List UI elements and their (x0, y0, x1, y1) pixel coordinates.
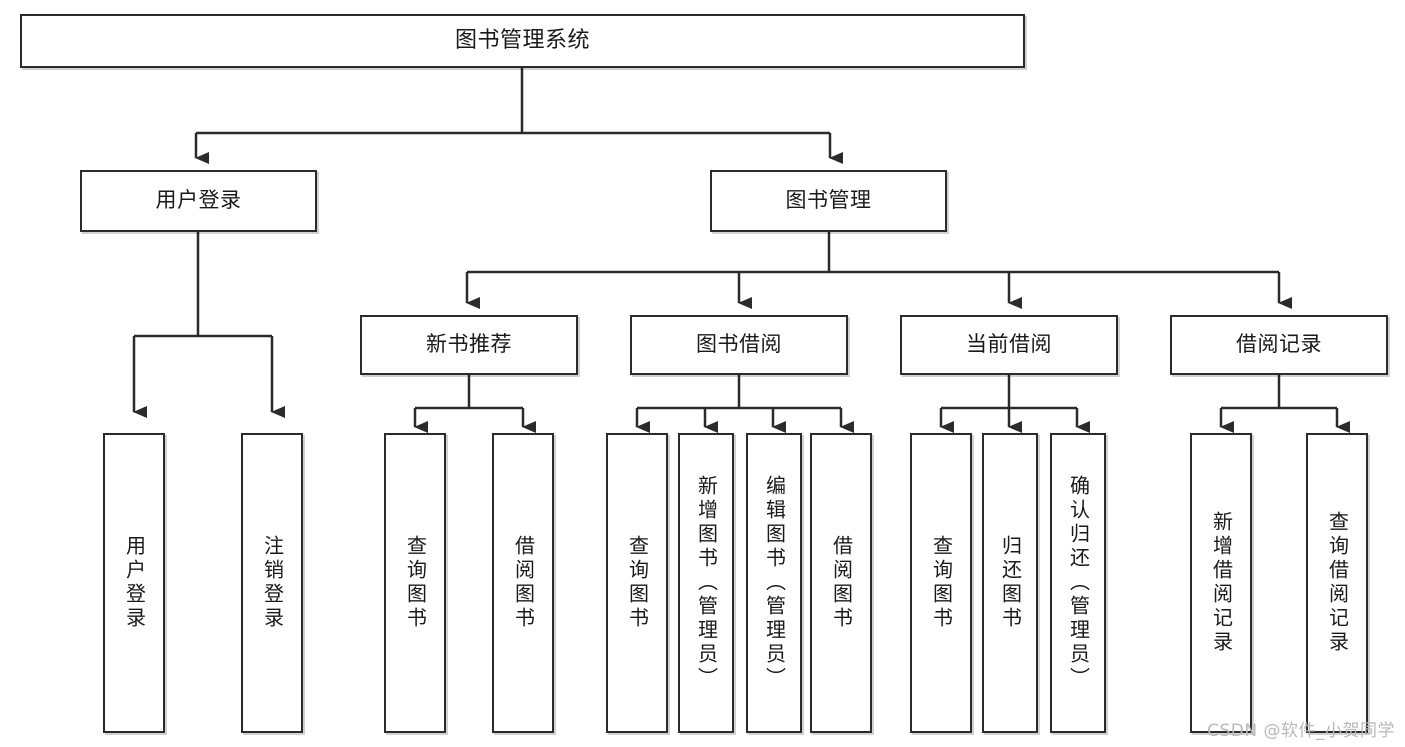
node-label: 新书推荐 (426, 332, 512, 357)
node-leaf-query-book-1[interactable]: 查询图书 (384, 433, 446, 733)
node-label: 用户登录 (122, 535, 147, 631)
node-leaf-borrow-book-2[interactable]: 借阅图书 (810, 433, 872, 733)
node-label: 查询图书 (929, 535, 954, 631)
node-leaf-logout[interactable]: 注销登录 (241, 433, 303, 733)
node-leaf-query-book-2[interactable]: 查询图书 (606, 433, 668, 733)
node-leaf-confirm-return[interactable]: 确认归还（管理员） (1050, 433, 1106, 733)
node-label: 借阅图书 (511, 535, 536, 631)
node-label: 用户登录 (155, 188, 242, 213)
node-leaf-user-login[interactable]: 用户登录 (103, 433, 165, 733)
node-label: 图书管理系统 (454, 27, 590, 53)
node-label: 编辑图书（管理员） (762, 475, 787, 691)
node-user-login[interactable]: 用户登录 (80, 170, 317, 232)
node-label: 查询借阅记录 (1325, 511, 1350, 655)
node-leaf-add-book[interactable]: 新增图书（管理员） (678, 433, 734, 733)
node-label: 注销登录 (260, 535, 285, 631)
node-label: 新增图书（管理员） (694, 475, 719, 691)
node-label: 当前借阅 (966, 332, 1052, 357)
node-leaf-borrow-book-1[interactable]: 借阅图书 (492, 433, 554, 733)
node-book-borrow[interactable]: 图书借阅 (630, 315, 848, 375)
node-leaf-add-record[interactable]: 新增借阅记录 (1190, 433, 1252, 733)
node-label: 借阅图书 (829, 535, 854, 631)
node-label: 归还图书 (998, 535, 1023, 631)
node-leaf-edit-book[interactable]: 编辑图书（管理员） (746, 433, 802, 733)
node-label: 图书借阅 (696, 332, 782, 357)
node-label: 查询图书 (625, 535, 650, 631)
watermark-text: CSDN @软件_小贺同学 (1207, 721, 1395, 741)
node-book-manage[interactable]: 图书管理 (710, 170, 947, 232)
node-label: 查询图书 (403, 535, 428, 631)
node-root-system[interactable]: 图书管理系统 (20, 14, 1025, 68)
node-leaf-return-book[interactable]: 归还图书 (982, 433, 1038, 733)
node-new-book-rec[interactable]: 新书推荐 (360, 315, 578, 375)
node-label: 新增借阅记录 (1209, 511, 1234, 655)
node-leaf-query-book-3[interactable]: 查询图书 (910, 433, 972, 733)
node-leaf-query-record[interactable]: 查询借阅记录 (1306, 433, 1368, 733)
node-current-borrow[interactable]: 当前借阅 (900, 315, 1118, 375)
node-borrow-record[interactable]: 借阅记录 (1170, 315, 1388, 375)
node-label: 图书管理 (785, 188, 872, 213)
node-label: 确认归还（管理员） (1066, 475, 1091, 691)
node-label: 借阅记录 (1236, 332, 1322, 357)
